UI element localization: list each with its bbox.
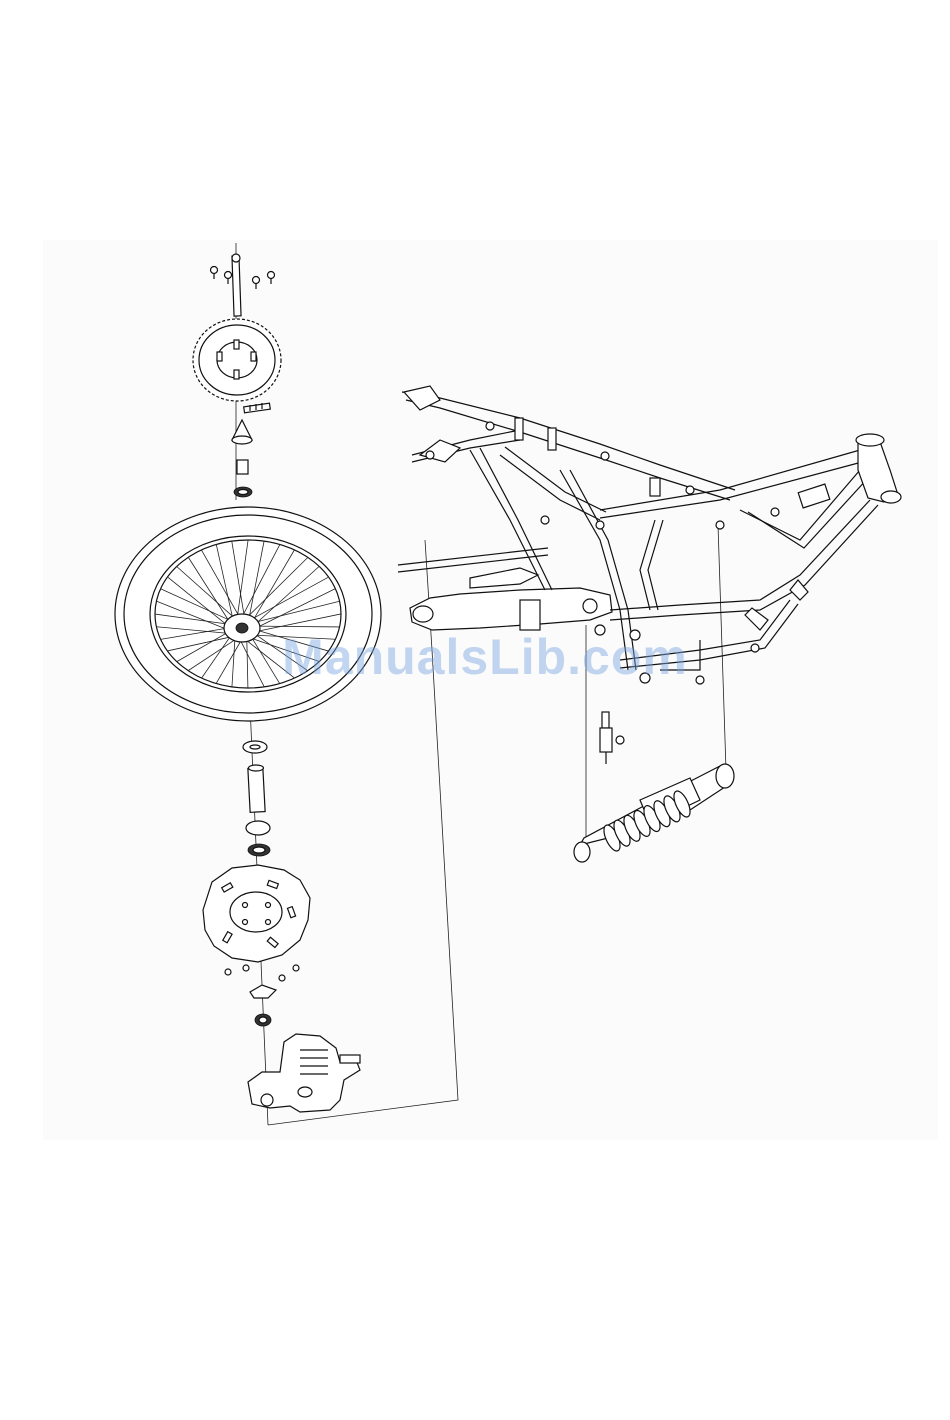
fitting-icon [600, 712, 624, 764]
brake-disc-icon [203, 865, 310, 1026]
bolt-icon [211, 267, 275, 290]
adjuster-icon [244, 403, 271, 413]
collar-icon [232, 420, 252, 474]
shock-absorber-icon [574, 764, 734, 862]
axle-icon [232, 254, 241, 316]
wheel-icon [115, 507, 381, 721]
bearing-icon [234, 487, 252, 497]
swingarm-icon [398, 548, 612, 635]
sleeve-icon [243, 741, 270, 856]
sprocket-icon [193, 319, 281, 401]
watermark-text: ManualsLib.com [255, 628, 715, 686]
